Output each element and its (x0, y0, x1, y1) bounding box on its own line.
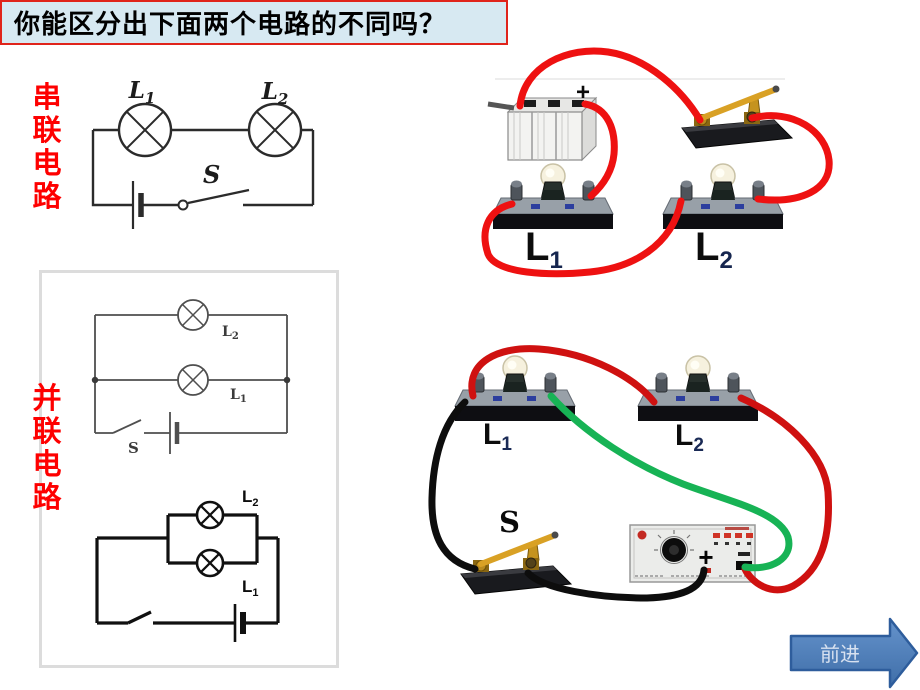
series-circuit-schematic: L1 L2 S (91, 77, 315, 229)
lamp-symbol-top (177, 299, 209, 331)
series-schematic-wires (91, 102, 315, 229)
wire-black-lamp1-switch (428, 398, 479, 573)
battery-plus-terminal: + (576, 79, 590, 106)
lamp2-label: L2 (695, 225, 733, 274)
power-supply: + (629, 524, 756, 583)
forward-button[interactable]: 前进 (786, 614, 920, 690)
psu-logo (637, 530, 647, 540)
psu-indicators (713, 533, 753, 538)
lamp-mid-label: L1 (230, 387, 247, 405)
photo-edge (495, 78, 785, 80)
wire-green-lamp1-psu (547, 392, 793, 572)
lamp-top-label: L2 (242, 487, 259, 509)
switch-symbol (95, 419, 170, 434)
wire-red-lamp1-lamp2 (468, 345, 658, 406)
wire-battery-to-lamp1 (581, 100, 618, 200)
switch-label: S (203, 160, 220, 189)
forward-label[interactable]: 前进 (820, 643, 860, 666)
parallel-circuit-schematic-1: L2 L1 S (91, 299, 291, 457)
lamp-symbol-bottom (195, 548, 225, 578)
parallel-circuit-photo: + L1 L2 S (428, 345, 832, 602)
parallel2-wires (95, 500, 280, 642)
lamp-symbol-l2 (247, 102, 303, 158)
lamp1-label: L1 (525, 225, 563, 274)
wires (428, 345, 832, 602)
series-circuit-photo: + L1 L2 (481, 47, 833, 278)
battery: + (487, 79, 598, 162)
lamp2-label: L2 (675, 419, 704, 456)
page-title: 你能区分出下面两个电路的不同吗？ (14, 9, 447, 39)
lamp-bottom-label: L1 (242, 577, 259, 599)
junction-dot-right (283, 376, 291, 384)
lamp1-label: L1 (128, 77, 156, 107)
red-wires (481, 47, 833, 278)
parallel1-wires (94, 299, 288, 454)
wire-battery-to-switch (516, 47, 704, 124)
psu-plus-terminal: + (698, 542, 713, 572)
title-banner: 你能区分出下面两个电路的不同吗？ (0, 0, 508, 45)
parallel-diagrams-box (39, 270, 339, 668)
junction-dot-left (91, 376, 99, 384)
wire-switch-to-lamp2 (748, 112, 833, 204)
lamp2-label: L2 (261, 78, 289, 108)
lamp1-label: L1 (483, 418, 512, 455)
wire-lamp1-to-lamp2 (481, 197, 685, 278)
switch-symbol (177, 199, 189, 211)
series-circuit-label: 串联电路 (32, 82, 62, 213)
lamp-holder-l2 (637, 355, 759, 422)
arrow-icon[interactable] (789, 617, 919, 689)
wire-red-lamp2-psu (737, 394, 832, 594)
lamp-symbol-mid (177, 364, 209, 396)
wire-black-switch-psu (524, 566, 708, 602)
forward-arrow-shape[interactable]: 前进 (786, 614, 920, 690)
lamp-symbol-l1 (117, 102, 173, 158)
battery-minus-lead (487, 101, 515, 111)
lamp-symbol-top (195, 500, 225, 530)
switch-label: S (128, 439, 139, 457)
parallel-circuit-schematic-2: L2 L1 (95, 487, 280, 642)
switch-label: S (499, 505, 520, 539)
parallel-circuit-label: 并联电路 (32, 383, 62, 514)
lamp-top-label: L2 (222, 324, 239, 342)
switch-symbol (97, 610, 235, 625)
